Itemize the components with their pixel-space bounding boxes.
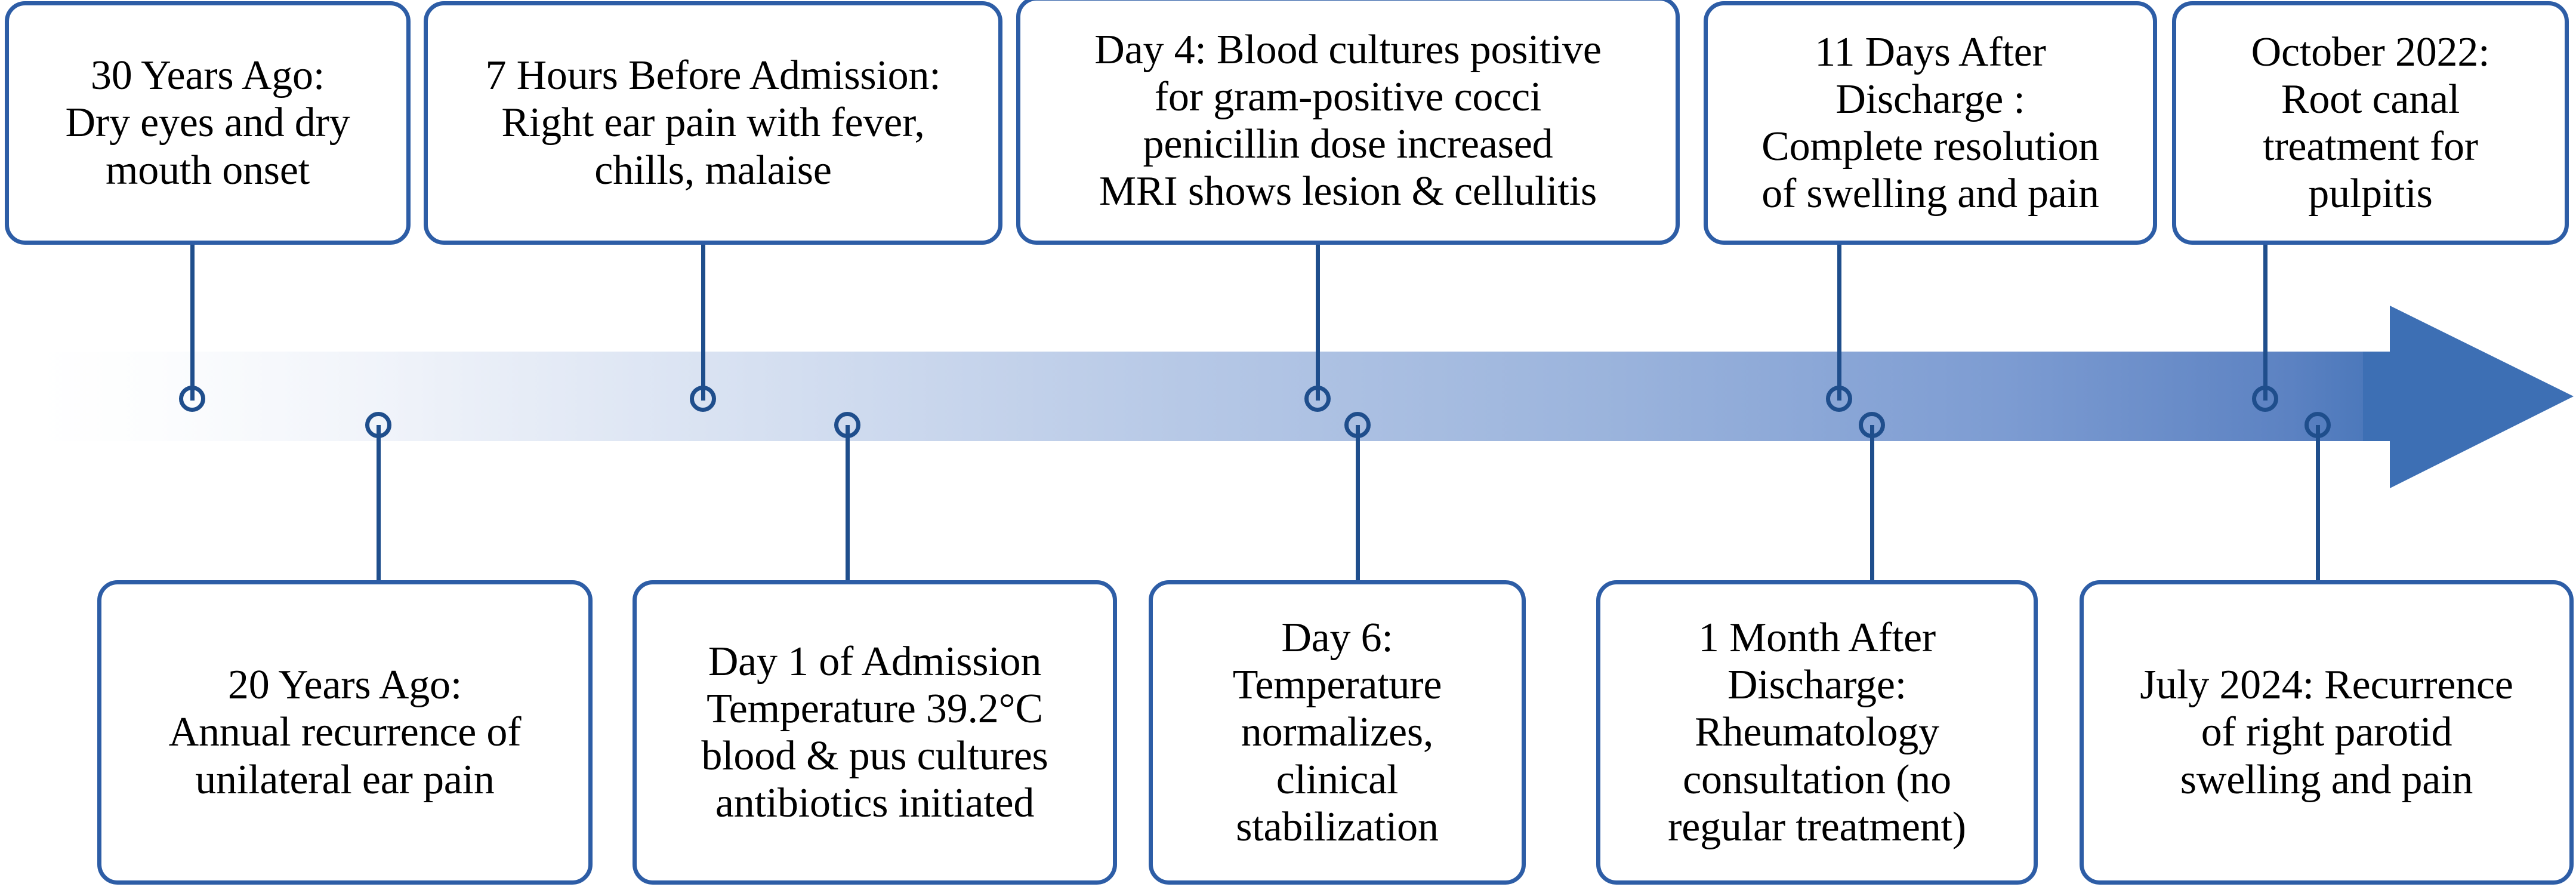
connector-30-years-ago — [190, 244, 195, 401]
connector-1-month-after-discharge — [1870, 425, 1874, 581]
event-text-october-2022: October 2022: Root canal treatment for p… — [2251, 29, 2490, 217]
event-text-july-2024: July 2024: Recurrence of right parotid s… — [2140, 662, 2513, 803]
event-text-day-1-of-admission: Day 1 of Admission Temperature 39.2°C bl… — [701, 638, 1048, 827]
timeline-arrow-shaft — [36, 352, 2435, 441]
event-text-7-hours-before-admission: 7 Hours Before Admission: Right ear pain… — [485, 53, 941, 193]
timeline-marker-july-2024[interactable] — [2304, 412, 2331, 438]
timeline-marker-11-days-after-discharge[interactable] — [1826, 386, 1852, 412]
event-card-1-month-after-discharge[interactable]: 1 Month After Discharge: Rheumatology co… — [1596, 580, 2038, 885]
connector-july-2024 — [2316, 425, 2320, 581]
event-text-1-month-after-discharge: 1 Month After Discharge: Rheumatology co… — [1668, 615, 1966, 850]
timeline-marker-october-2022[interactable] — [2252, 386, 2278, 412]
event-card-11-days-after-discharge[interactable]: 11 Days After Discharge : Complete resol… — [1704, 1, 2157, 245]
event-text-day-4: Day 4: Blood cultures positive for gram-… — [1094, 26, 1602, 215]
timeline-marker-1-month-after-discharge[interactable] — [1859, 412, 1885, 438]
event-text-20-years-ago: 20 Years Ago: Annual recurrence of unila… — [168, 662, 522, 803]
timeline-marker-30-years-ago[interactable] — [179, 386, 205, 412]
event-text-30-years-ago: 30 Years Ago: Dry eyes and dry mouth ons… — [65, 53, 350, 193]
event-text-11-days-after-discharge: 11 Days After Discharge : Complete resol… — [1761, 29, 2099, 217]
event-card-october-2022[interactable]: October 2022: Root canal treatment for p… — [2172, 1, 2569, 245]
event-card-day-6[interactable]: Day 6: Temperature normalizes, clinical … — [1149, 580, 1526, 885]
event-text-day-6: Day 6: Temperature normalizes, clinical … — [1232, 615, 1442, 850]
timeline-marker-day-1-of-admission[interactable] — [834, 412, 860, 438]
timeline-arrowhead — [2390, 306, 2574, 488]
timeline-marker-day-6[interactable] — [1344, 412, 1371, 438]
event-card-july-2024[interactable]: July 2024: Recurrence of right parotid s… — [2080, 580, 2574, 885]
timeline-arrow-neck — [2363, 352, 2405, 441]
timeline-arrow — [36, 306, 2574, 488]
connector-october-2022 — [2263, 244, 2268, 401]
connector-day-1-of-admission — [846, 425, 850, 581]
event-card-day-4[interactable]: Day 4: Blood cultures positive for gram-… — [1016, 0, 1680, 245]
event-card-day-1-of-admission[interactable]: Day 1 of Admission Temperature 39.2°C bl… — [633, 580, 1117, 885]
connector-day-6 — [1356, 425, 1360, 581]
timeline-marker-20-years-ago[interactable] — [365, 412, 391, 438]
connector-20-years-ago — [377, 425, 381, 581]
connector-day-4 — [1316, 244, 1320, 401]
timeline-marker-7-hours-before-admission[interactable] — [690, 386, 716, 412]
timeline-marker-day-4[interactable] — [1304, 386, 1331, 412]
event-card-30-years-ago[interactable]: 30 Years Ago: Dry eyes and dry mouth ons… — [5, 1, 411, 245]
event-card-20-years-ago[interactable]: 20 Years Ago: Annual recurrence of unila… — [97, 580, 593, 885]
event-card-7-hours-before-admission[interactable]: 7 Hours Before Admission: Right ear pain… — [424, 1, 1002, 245]
connector-11-days-after-discharge — [1837, 244, 1841, 401]
connector-7-hours-before-admission — [701, 244, 705, 401]
